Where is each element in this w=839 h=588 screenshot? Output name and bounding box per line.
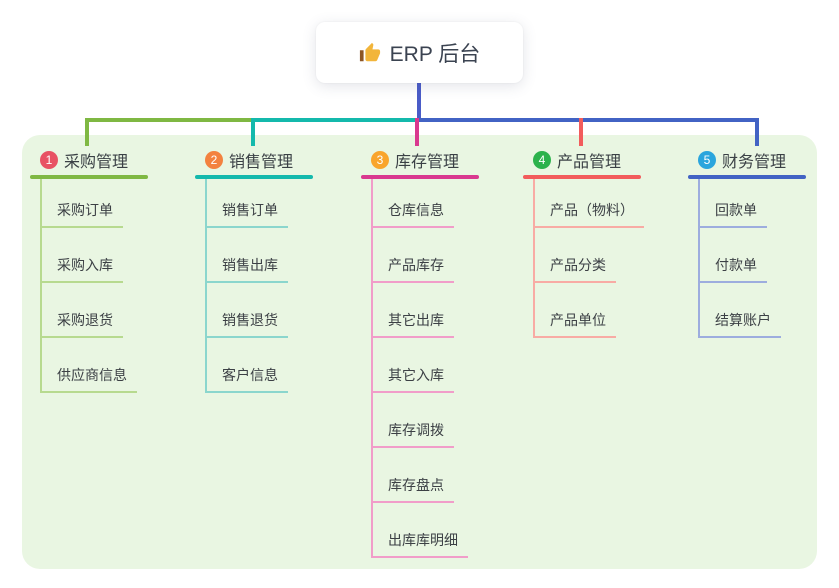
branch-number-badge: 2	[205, 151, 223, 169]
branch-number-badge: 1	[40, 151, 58, 169]
branch-5: 5 财务管理 回款单付款单结算账户	[688, 146, 806, 338]
child-node[interactable]: 采购订单	[40, 173, 123, 228]
child-node[interactable]: 销售退货	[205, 283, 288, 338]
child-node-label: 出库库明细	[388, 532, 458, 548]
branch-node[interactable]: 2 销售管理	[195, 149, 313, 171]
child-node[interactable]: 结算账户	[698, 283, 781, 338]
child-node[interactable]: 供应商信息	[40, 338, 137, 393]
branch-node[interactable]: 1 采购管理	[30, 149, 148, 171]
child-node-label: 其它入库	[388, 367, 444, 383]
child-node[interactable]: 产品（物料）	[533, 173, 644, 228]
child-node-label: 产品分类	[550, 257, 606, 273]
branch-3: 3 库存管理 仓库信息产品库存其它出库其它入库库存调拨库存盘点出库库明细	[361, 146, 479, 558]
branches-background-panel	[22, 135, 817, 569]
child-node-label: 客户信息	[222, 367, 278, 383]
child-node[interactable]: 付款单	[698, 228, 767, 283]
child-node-label: 仓库信息	[388, 202, 444, 218]
child-node-label: 付款单	[715, 257, 757, 273]
branch-children: 采购订单采购入库采购退货供应商信息	[40, 173, 137, 393]
child-node[interactable]: 产品单位	[533, 283, 616, 338]
branch-children-connector	[371, 179, 373, 558]
branch-node[interactable]: 3 库存管理	[361, 149, 479, 171]
branch-children-connector	[533, 179, 535, 338]
root-node-title: ERP 后台	[389, 42, 481, 66]
branch-2-drop-line	[251, 118, 255, 146]
child-node[interactable]: 仓库信息	[371, 173, 454, 228]
child-node-label: 结算账户	[715, 312, 771, 328]
branch-children: 产品（物料） 产品分类产品单位	[533, 173, 644, 338]
branch-children: 仓库信息产品库存其它出库其它入库库存调拨库存盘点出库库明细	[371, 173, 468, 558]
child-node[interactable]: 产品分类	[533, 228, 616, 283]
child-node[interactable]: 其它出库	[371, 283, 454, 338]
branch-1-drop-line	[85, 118, 89, 146]
child-node-label: 产品单位	[550, 312, 606, 328]
root-connector-line	[417, 80, 421, 122]
child-node[interactable]: 采购入库	[40, 228, 123, 283]
child-node[interactable]: 其它入库	[371, 338, 454, 393]
child-node-label: 销售订单	[222, 202, 278, 218]
branch-number-badge: 5	[698, 151, 716, 169]
child-node[interactable]: 库存盘点	[371, 448, 454, 503]
child-node[interactable]: 采购退货	[40, 283, 123, 338]
branch-1: 1 采购管理 采购订单采购入库采购退货供应商信息	[30, 146, 148, 393]
child-node-label: 产品（物料）	[550, 202, 634, 218]
branch-number-badge: 4	[533, 151, 551, 169]
child-node[interactable]: 销售订单	[205, 173, 288, 228]
branch-3-drop-line	[415, 118, 419, 146]
child-node-label: 其它出库	[388, 312, 444, 328]
child-node[interactable]: 销售出库	[205, 228, 288, 283]
branch-node[interactable]: 4 产品管理	[523, 149, 641, 171]
branch-label: 财务管理	[722, 154, 787, 171]
connector-bus-segment-3	[415, 118, 759, 122]
branch-underline	[195, 175, 313, 179]
branch-underline	[688, 175, 806, 179]
branch-2: 2 销售管理 销售订单销售出库销售退货客户信息	[195, 146, 313, 393]
child-node-label: 供应商信息	[57, 367, 127, 383]
branch-underline	[361, 175, 479, 179]
branch-underline	[523, 175, 641, 179]
child-node-label: 销售退货	[222, 312, 278, 328]
child-node[interactable]: 客户信息	[205, 338, 288, 393]
branch-children-connector	[698, 179, 700, 338]
branch-label: 采购管理	[64, 154, 129, 171]
child-node-label: 回款单	[715, 202, 757, 218]
branch-children: 销售订单销售出库销售退货客户信息	[205, 173, 288, 393]
branch-children: 回款单付款单结算账户	[698, 173, 781, 338]
branch-4: 4 产品管理 产品（物料） 产品分类产品单位	[523, 146, 644, 338]
branch-number-badge: 3	[371, 151, 389, 169]
branch-label: 产品管理	[557, 154, 622, 171]
thumbs-up-icon	[359, 42, 381, 64]
branch-label: 销售管理	[229, 154, 294, 171]
branch-5-drop-line	[755, 118, 759, 146]
child-node[interactable]: 回款单	[698, 173, 767, 228]
child-node[interactable]: 库存调拨	[371, 393, 454, 448]
branch-label: 库存管理	[395, 154, 460, 171]
child-node-label: 产品库存	[388, 257, 444, 273]
child-node-label: 采购入库	[57, 257, 113, 273]
child-node[interactable]: 产品库存	[371, 228, 454, 283]
child-node-label: 库存调拨	[388, 422, 444, 438]
root-node[interactable]: ERP 后台	[316, 22, 523, 83]
connector-bus-segment-2	[251, 118, 417, 122]
branch-children-connector	[205, 179, 207, 393]
child-node-label: 库存盘点	[388, 477, 444, 493]
branch-underline	[30, 175, 148, 179]
branch-node[interactable]: 5 财务管理	[688, 149, 806, 171]
child-node[interactable]: 出库库明细	[371, 503, 468, 558]
child-node-label: 采购订单	[57, 202, 113, 218]
child-node-label: 采购退货	[57, 312, 113, 328]
child-node-label: 销售出库	[222, 257, 278, 273]
branch-children-connector	[40, 179, 42, 393]
branch-4-drop-line	[579, 118, 583, 146]
connector-bus-segment-1	[85, 118, 253, 122]
